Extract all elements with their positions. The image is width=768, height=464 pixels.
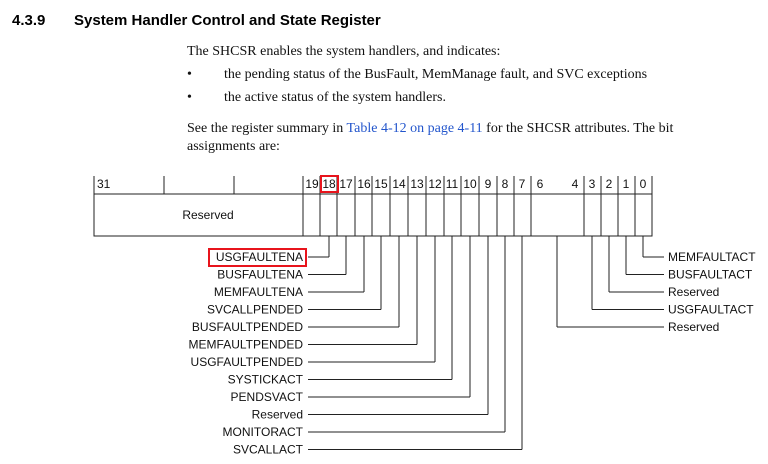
- bit-number: 31: [97, 177, 111, 191]
- bullet-marker: •: [187, 67, 192, 82]
- left-field-label: SVCALLPENDED: [207, 303, 303, 317]
- bit-number: 14: [392, 177, 406, 191]
- bit-number: 3: [589, 177, 596, 191]
- bit-number: 16: [357, 177, 371, 191]
- bit-number: 0: [640, 177, 647, 191]
- bit-number: 2: [606, 177, 613, 191]
- bit-number: 15: [374, 177, 388, 191]
- bullet-marker: •: [187, 90, 192, 105]
- usgfaultena-highlight: [208, 248, 307, 267]
- right-field-label: MEMFAULTACT: [668, 250, 756, 264]
- bit-18-highlight: [320, 175, 339, 193]
- reserved-field-label: Reserved: [182, 208, 233, 222]
- see-register-text: See the register summary in Table 4-12 o…: [187, 121, 673, 137]
- bit-number: 19: [305, 177, 319, 191]
- bit-number: 1: [623, 177, 630, 191]
- bullet-item: the active status of the system handlers…: [224, 90, 446, 105]
- left-field-label: USGFAULTENA: [216, 250, 303, 264]
- bit-number: 7: [519, 177, 526, 191]
- left-field-label: BUSFAULTENA: [217, 268, 303, 282]
- left-field-label: PENDSVACT: [231, 390, 304, 404]
- right-field-label: USGFAULTACT: [668, 303, 754, 317]
- bit-number: 13: [410, 177, 424, 191]
- left-field-label: MEMFAULTENA: [214, 285, 303, 299]
- left-field-label: SYSTICKACT: [228, 373, 304, 387]
- bit-number: 4: [572, 177, 579, 191]
- right-field-label: Reserved: [668, 285, 719, 299]
- bit-number: 11: [446, 177, 459, 191]
- right-field-label: Reserved: [668, 320, 719, 334]
- left-field-label: USGFAULTPENDED: [191, 355, 304, 369]
- bit-number: 9: [485, 177, 492, 191]
- section-title: System Handler Control and State Registe…: [74, 12, 381, 29]
- bullet-item: the pending status of the BusFault, MemM…: [224, 67, 648, 82]
- section-number: 4.3.9: [12, 12, 46, 29]
- bit-number: 8: [502, 177, 509, 191]
- left-field-label: SVCALLACT: [233, 443, 304, 457]
- bit-number: 6: [537, 177, 544, 191]
- bit-number: 10: [463, 177, 477, 191]
- left-field-label: Reserved: [252, 408, 303, 422]
- left-field-label: MEMFAULTPENDED: [189, 338, 304, 352]
- intro-text: The SHCSR enables the system handlers, a…: [187, 44, 501, 59]
- right-field-label: BUSFAULTACT: [668, 268, 753, 282]
- left-field-label: MONITORACT: [223, 425, 304, 439]
- bit-number: 18: [322, 177, 336, 191]
- register-box: [93, 193, 653, 237]
- bit-number: 12: [428, 177, 442, 191]
- left-field-label: BUSFAULTPENDED: [192, 320, 303, 334]
- table-link[interactable]: Table 4-12 on page 4-11: [346, 121, 483, 136]
- see-prefix: See the register summary in: [187, 121, 347, 136]
- see-suffix: for the SHCSR attributes. The bit: [482, 121, 674, 136]
- see-register-text-line2: assignments are:: [187, 139, 280, 154]
- bit-number: 17: [339, 177, 353, 191]
